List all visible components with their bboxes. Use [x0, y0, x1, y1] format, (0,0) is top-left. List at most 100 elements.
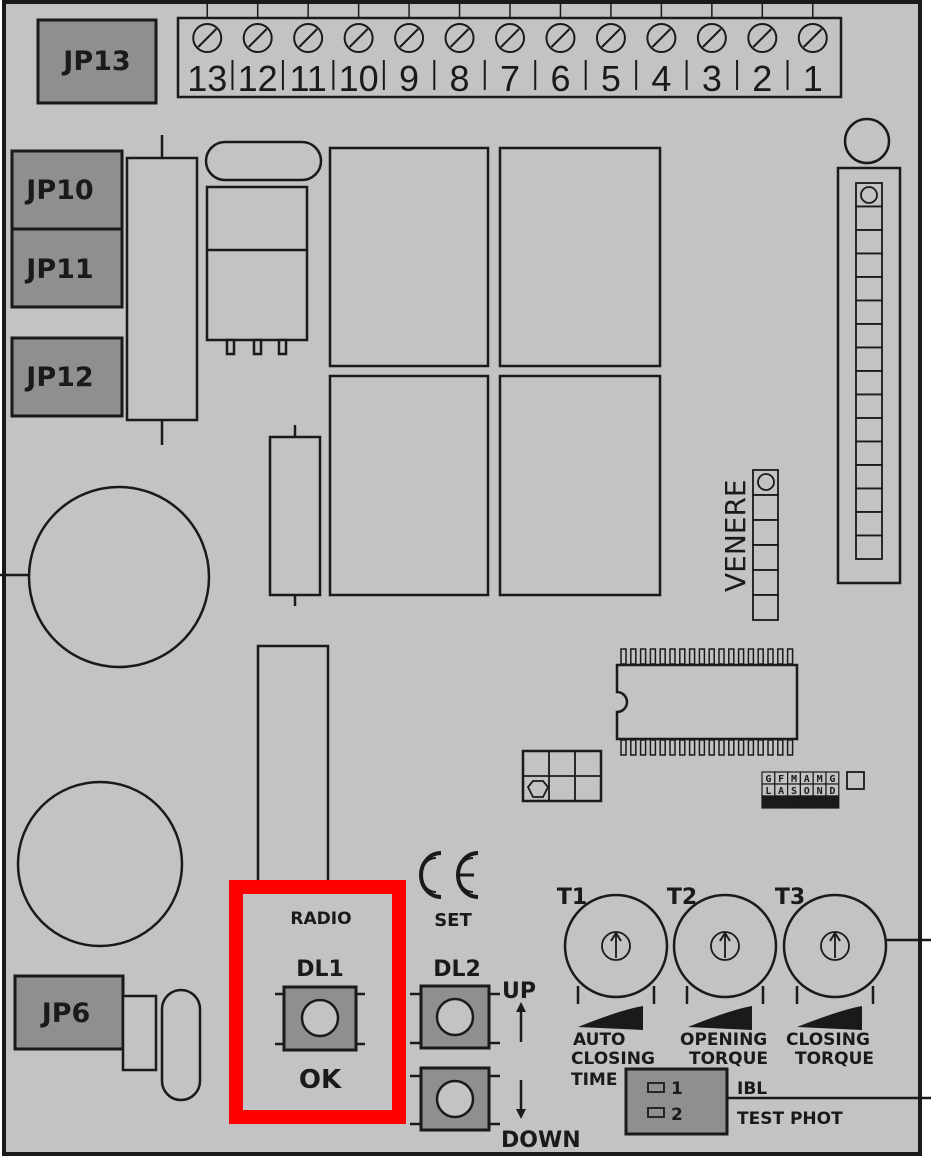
chip-pin-bottom [767, 739, 774, 756]
resistor [268, 425, 322, 606]
ok-button[interactable] [275, 985, 365, 1052]
chip-pin-bottom [688, 739, 696, 756]
terminal-number: 2 [752, 58, 772, 99]
date-grid-label: A [778, 786, 784, 797]
terminal-10: 10 [332, 0, 379, 99]
chip-pin-top [669, 648, 676, 665]
terminal-number: 11 [289, 58, 326, 99]
chip-pin-top [620, 648, 627, 665]
chip-pin-top [718, 648, 725, 665]
dip-switch-2-label: 2 [671, 1105, 683, 1125]
chip-pin-top [786, 648, 794, 665]
jumper-jp10: JP10 [10, 149, 124, 231]
jumper-jp6-label: JP6 [40, 998, 91, 1029]
highlight-box [229, 880, 406, 1124]
t1-desc-line2: CLOSING [571, 1049, 655, 1069]
capacitor-large [0, 485, 211, 669]
down-arrow-icon [516, 1080, 526, 1119]
t2-desc-line2: TORQUE [689, 1049, 768, 1069]
date-grid-label: 6 [791, 798, 797, 809]
chip-pin-top [688, 648, 696, 665]
ribbon-pin [855, 276, 883, 302]
ribbon-pin [855, 487, 883, 513]
date-grid-label: 8 [817, 798, 823, 809]
ribbon-pin [855, 464, 883, 490]
jumper-jp12: JP12 [10, 336, 124, 418]
ribbon-pin [855, 346, 883, 372]
chip-pin-top [630, 648, 637, 665]
venere-pin [752, 519, 779, 546]
chip-pin-bottom [757, 739, 764, 756]
terminal-number: 4 [651, 58, 671, 99]
venere-pin [752, 494, 779, 521]
date-grid-label: L [765, 786, 771, 797]
radio-label: RADIO [290, 909, 351, 929]
terminal-3: 3 [685, 0, 727, 99]
trimmer-t2[interactable] [672, 893, 778, 1030]
date-grid-label: G [829, 774, 835, 785]
chip-pin-bottom [718, 739, 725, 756]
ribbon-pin [855, 299, 883, 325]
ribbon-pin [855, 370, 883, 396]
date-grid-cell [825, 795, 840, 809]
date-grid-label: 2003 [763, 798, 787, 809]
test-phot-label: TEST PHOT [737, 1109, 843, 1129]
up-button[interactable] [410, 984, 500, 1050]
ce-mark [419, 851, 479, 899]
dip-switch[interactable] [624, 1067, 931, 1136]
chip-pin-top [649, 648, 657, 665]
venere-pin [752, 544, 779, 571]
venere-pin [752, 569, 779, 596]
trimmer-t1[interactable] [563, 893, 669, 1030]
capacitor-vertical [125, 135, 199, 445]
terminal-number: 6 [550, 58, 570, 99]
date-grid-label: 9 [829, 798, 835, 809]
trimmer-t3[interactable] [782, 893, 931, 1030]
venere-pin [752, 594, 779, 621]
ribbon-pin [855, 393, 883, 419]
ribbon-pin [855, 440, 883, 466]
terminal-8: 8 [433, 0, 475, 99]
chip-pin-top [747, 648, 755, 665]
ribbon-connector [836, 117, 902, 585]
jumper-jp13: JP13 [36, 18, 158, 105]
down-label: DOWN [501, 1128, 581, 1153]
terminal-12: 12 [231, 0, 278, 99]
ribbon-pin-1-marker [860, 186, 878, 204]
down-button[interactable] [410, 1066, 500, 1132]
terminal-number: 3 [702, 58, 722, 99]
relay-2 [498, 146, 662, 368]
chip-pin-top [679, 648, 686, 665]
t3-desc-line1: CLOSING [786, 1030, 870, 1050]
set-label: SET [434, 910, 472, 931]
terminal-number: 8 [450, 58, 470, 99]
t2-desc-line1: OPENING [680, 1030, 767, 1050]
date-grid-label: M [791, 774, 797, 785]
radio-slot [256, 644, 330, 886]
t3-desc-line2: TORQUE [795, 1049, 874, 1069]
date-grid-label: M [817, 774, 823, 785]
ibl-label: IBL [737, 1079, 767, 1099]
terminal-number: 5 [601, 58, 621, 99]
terminal-9: 9 [382, 0, 425, 99]
relay-3 [328, 374, 490, 597]
terminal-number: 9 [399, 58, 419, 99]
ribbon-pin [855, 417, 883, 443]
chip-pin-bottom [679, 739, 686, 756]
chip-pin-bottom [708, 739, 715, 756]
jumper-jp11-label: JP11 [24, 254, 93, 285]
t1-desc-line3: TIME [571, 1070, 617, 1090]
terminal-number: 12 [238, 58, 278, 99]
chip-pin-top [737, 648, 745, 665]
ribbon-pin [855, 323, 883, 349]
chip-pin-top [698, 648, 706, 665]
chip-pin-bottom [698, 739, 706, 756]
up-arrow-icon [516, 1002, 526, 1042]
chip-pin-top [777, 648, 784, 665]
terminal-1: 1 [786, 0, 828, 99]
crystal [204, 140, 323, 182]
t3-label: T3 [775, 885, 805, 910]
board-name-label: VENERE [719, 479, 752, 592]
